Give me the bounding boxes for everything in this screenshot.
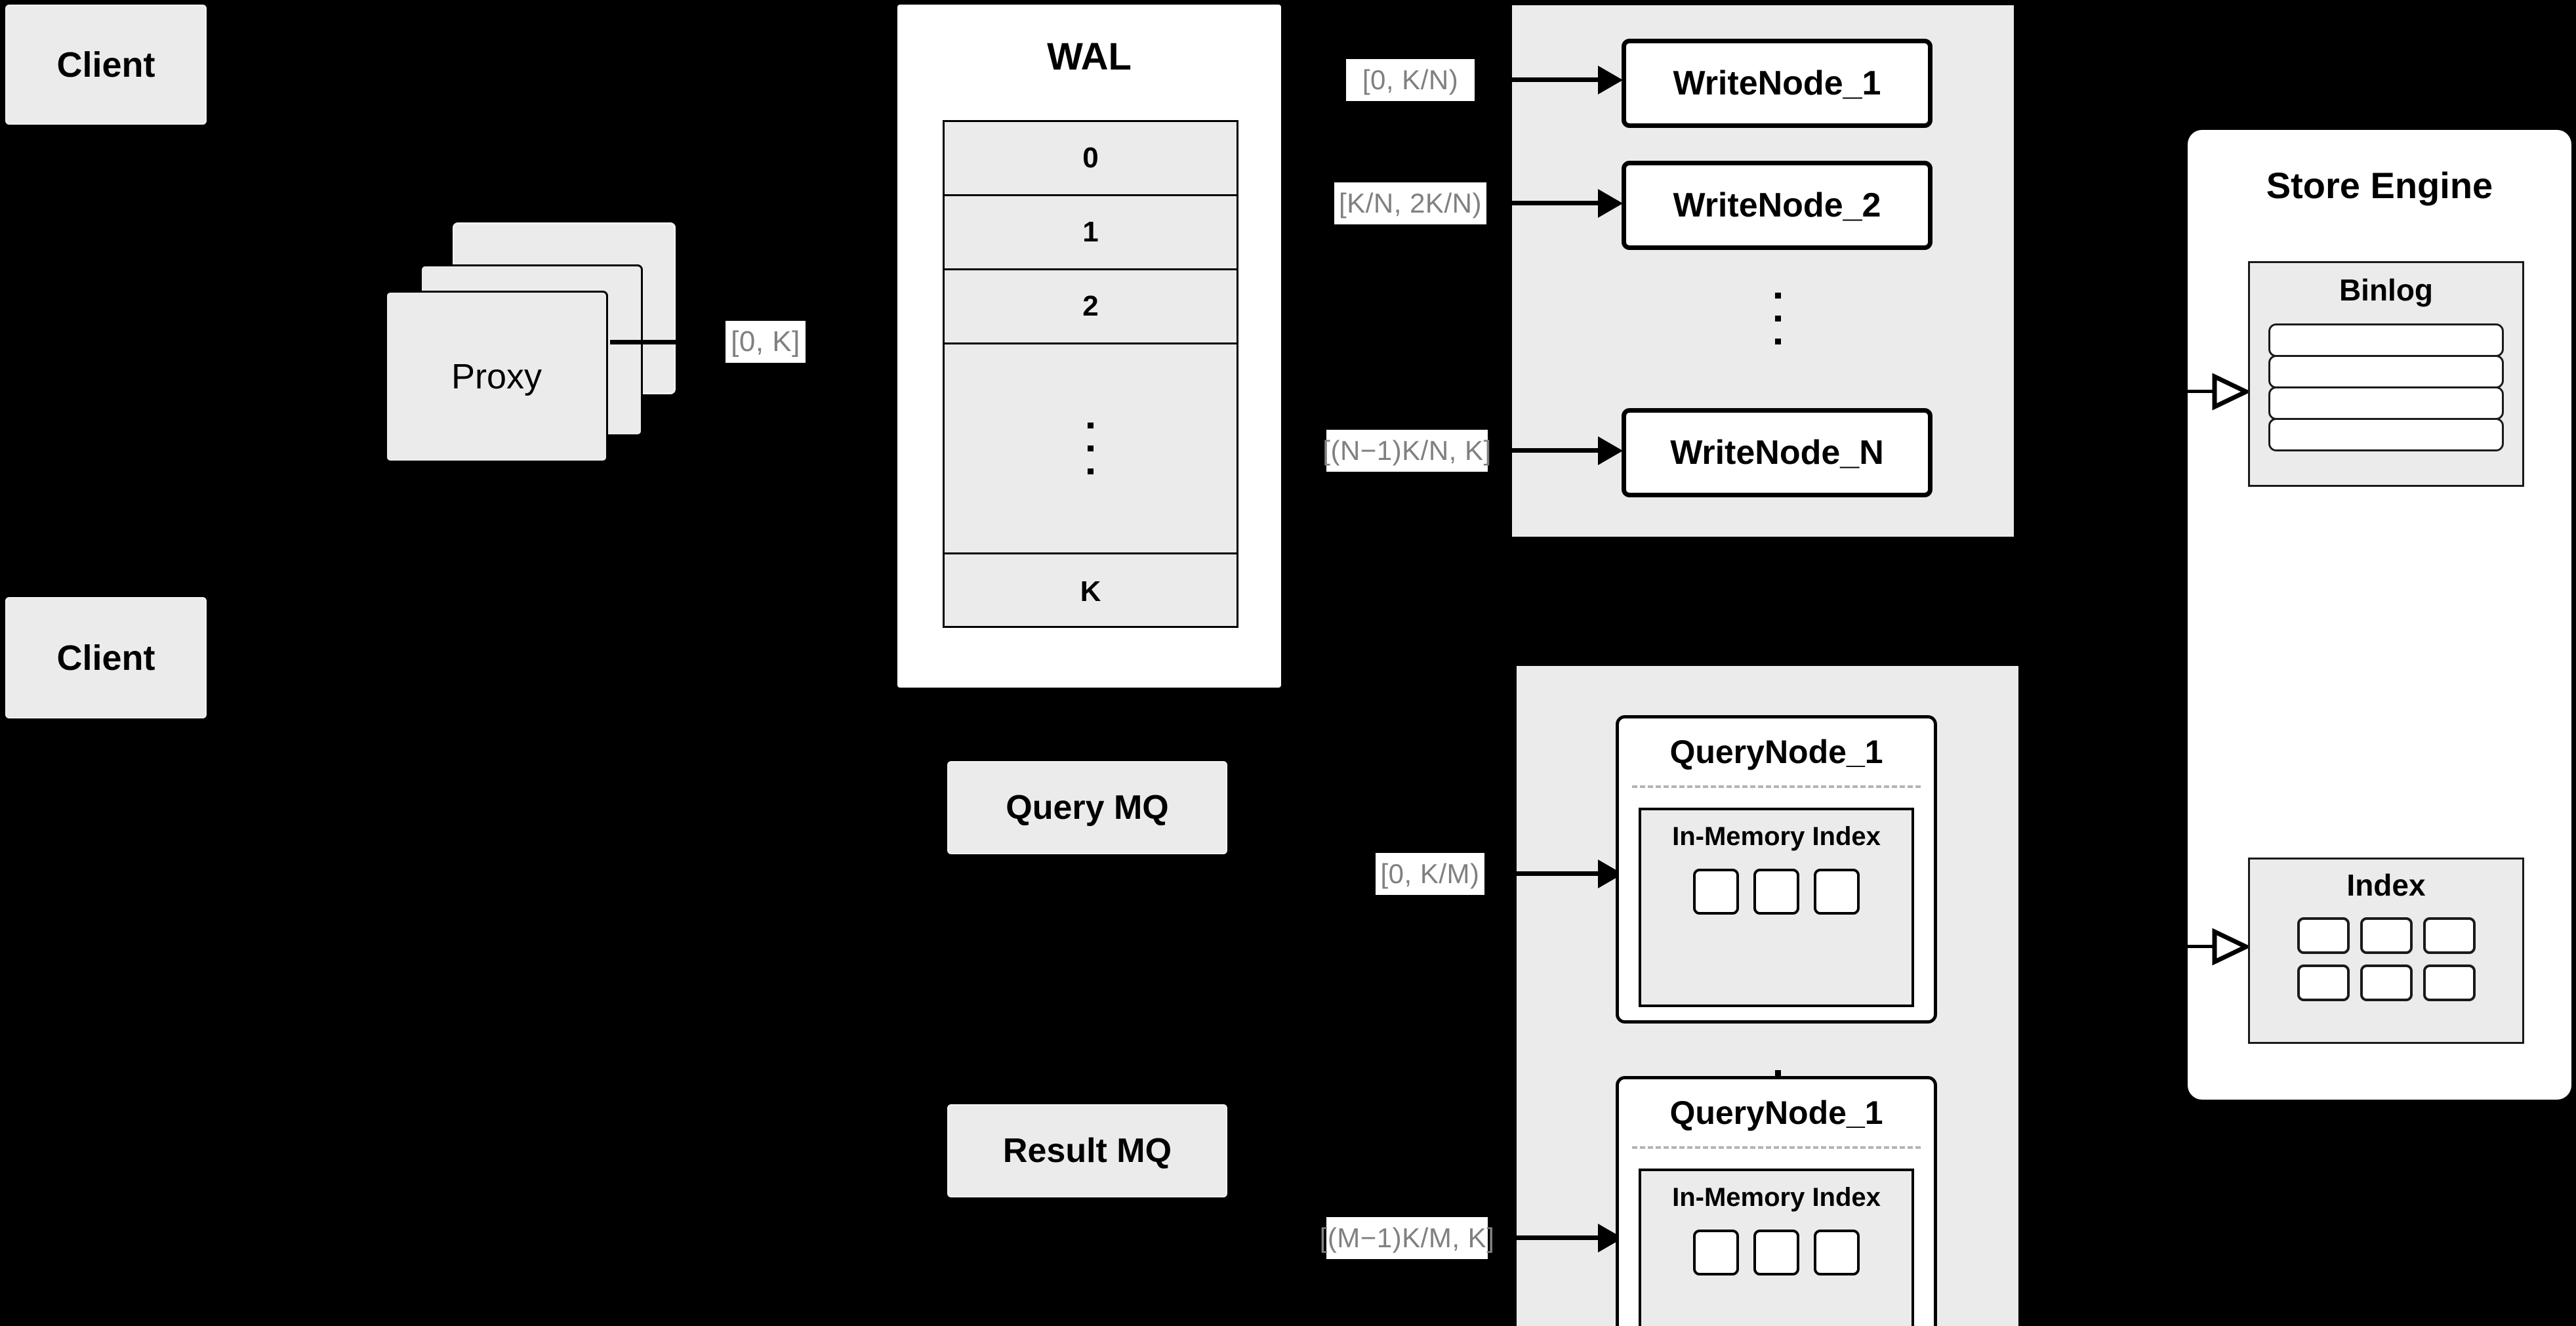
result-mq-label: Result MQ: [1002, 1132, 1172, 1170]
write-node-1-label: WriteNode_1: [1673, 64, 1881, 102]
proxy-label: Proxy: [451, 357, 542, 396]
arrow-head-writenode-n: [1598, 436, 1623, 465]
range-label-querynode-1: [0, K/M): [1376, 853, 1484, 895]
wal-cell-2-label: 2: [1082, 290, 1099, 322]
arrow-head-index-icon: [2212, 928, 2252, 966]
wal-cell-0[interactable]: 0: [945, 122, 1237, 196]
query-node-1[interactable]: QueryNode_1 In-Memory Index: [1616, 715, 1937, 1024]
query-mq-label: Query MQ: [1006, 789, 1169, 827]
arrow-shaft-querynode-1: [1501, 871, 1598, 876]
index-panel: Index: [2248, 858, 2524, 1044]
index-cell[interactable]: [2360, 917, 2413, 954]
client-box-2[interactable]: Client: [5, 597, 207, 718]
in-memory-index-m-title-text: In-Memory Index: [1672, 1183, 1881, 1212]
range-label-querynode-m: [(M−1)K/M, K]: [1320, 1217, 1494, 1259]
arrow-shaft-querynode-m: [1501, 1235, 1598, 1240]
store-engine-title-text: Store Engine: [2266, 165, 2493, 206]
query-node-m[interactable]: QueryNode_1 In-Memory Index: [1616, 1076, 1937, 1326]
index-cell[interactable]: [2297, 964, 2350, 1001]
write-node-1[interactable]: WriteNode_1: [1622, 39, 1932, 128]
proxy-card-front[interactable]: Proxy: [385, 291, 608, 463]
index-cell[interactable]: [2297, 917, 2350, 954]
write-node-vertical-ellipsis-icon: [1745, 269, 1810, 367]
range-label-writenode-1: [0, K/N): [1346, 59, 1475, 101]
client-label-2: Client: [56, 638, 155, 678]
in-memory-index-1-cells: [1641, 869, 1912, 915]
query-node-m-separator: [1632, 1146, 1921, 1149]
result-mq-box[interactable]: Result MQ: [947, 1104, 1227, 1197]
proxy-wal-connector: [610, 340, 676, 344]
arrow-shaft-writenode-1: [1501, 77, 1598, 82]
binlog-panel: Binlog: [2248, 261, 2524, 487]
in-memory-index-1-title-text: In-Memory Index: [1672, 822, 1881, 851]
index-cell[interactable]: [1753, 1230, 1799, 1275]
in-memory-index-m: In-Memory Index: [1639, 1169, 1914, 1326]
index-cell[interactable]: [1814, 1230, 1860, 1275]
range-label-writenode-1-text: [0, K/N): [1362, 64, 1459, 95]
binlog-row[interactable]: [2268, 418, 2504, 451]
query-node-m-title-text: QueryNode_1: [1669, 1094, 1883, 1131]
wal-title-text: WAL: [1047, 35, 1132, 78]
wal-title: WAL: [897, 33, 1281, 80]
binlog-title-text: Binlog: [2339, 273, 2434, 307]
query-node-1-title-text: QueryNode_1: [1669, 734, 1883, 770]
write-node-2-label: WriteNode_2: [1673, 186, 1881, 224]
index-cells: [2250, 917, 2522, 1001]
range-label-querynode-m-text: [(M−1)K/M, K]: [1319, 1222, 1495, 1253]
range-label-writenode-n-text: [(N−1)K/N, K]: [1322, 435, 1492, 466]
arrow-shaft-binlog: [2182, 390, 2213, 393]
arrow-shaft-writenode-2: [1501, 201, 1598, 205]
index-cell[interactable]: [2423, 964, 2476, 1001]
in-memory-index-1: In-Memory Index: [1639, 808, 1914, 1007]
index-title-text: Index: [2346, 868, 2426, 902]
write-node-n-label: WriteNode_N: [1670, 434, 1884, 472]
binlog-title: Binlog: [2250, 272, 2522, 308]
query-node-1-separator: [1632, 785, 1921, 788]
in-memory-index-1-title: In-Memory Index: [1641, 822, 1912, 852]
arrow-head-writenode-1: [1598, 66, 1623, 94]
index-cell[interactable]: [1753, 869, 1799, 915]
arrow-head-binlog-icon: [2212, 373, 2252, 411]
wal-vertical-ellipsis-icon: [1088, 414, 1094, 483]
write-node-2[interactable]: WriteNode_2: [1622, 161, 1932, 250]
binlog-row[interactable]: [2268, 323, 2504, 357]
index-cell[interactable]: [2423, 917, 2476, 954]
arrow-shaft-index: [2182, 945, 2213, 948]
arrow-shaft-writenode-n: [1501, 448, 1598, 453]
in-memory-index-m-title: In-Memory Index: [1641, 1183, 1912, 1212]
client-label-1: Client: [56, 45, 155, 85]
range-label-writenode-n: [(N−1)K/N, K]: [1322, 430, 1491, 472]
wal-cell-ellipsis: [945, 344, 1237, 554]
index-cell[interactable]: [1693, 869, 1739, 915]
write-node-n[interactable]: WriteNode_N: [1622, 408, 1932, 497]
range-label-writenode-2-text: [K/N, 2K/N): [1339, 188, 1482, 218]
binlog-row[interactable]: [2268, 355, 2504, 388]
index-title: Index: [2250, 867, 2522, 903]
wal-cell-1[interactable]: 1: [945, 196, 1237, 270]
index-cell[interactable]: [2360, 964, 2413, 1001]
binlog-row[interactable]: [2268, 386, 2504, 420]
wal-cell-0-label: 0: [1082, 142, 1099, 174]
query-node-m-title: QueryNode_1: [1619, 1094, 1934, 1132]
wal-cell-k[interactable]: K: [945, 554, 1237, 629]
client-box-1[interactable]: Client: [5, 5, 207, 125]
arrow-head-writenode-2: [1598, 189, 1623, 218]
binlog-rows: [2268, 323, 2504, 451]
store-engine-title: Store Engine: [2188, 164, 2571, 207]
in-memory-index-m-cells: [1641, 1230, 1912, 1275]
range-label-querynode-1-text: [0, K/M): [1380, 858, 1480, 889]
wal-cell-1-label: 1: [1082, 216, 1099, 248]
range-label-writenode-2: [K/N, 2K/N): [1334, 182, 1486, 224]
range-label-write-total: [0, K]: [726, 321, 806, 363]
wal-cell-2[interactable]: 2: [945, 270, 1237, 344]
wal-cell-list: 0 1 2 K: [943, 120, 1238, 628]
query-mq-box[interactable]: Query MQ: [947, 761, 1227, 854]
index-cell[interactable]: [1693, 1230, 1739, 1275]
index-cell[interactable]: [1814, 869, 1860, 915]
range-label-write-total-text: [0, K]: [731, 325, 800, 358]
wal-cell-k-label: K: [1080, 575, 1101, 608]
query-node-1-title: QueryNode_1: [1619, 733, 1934, 771]
